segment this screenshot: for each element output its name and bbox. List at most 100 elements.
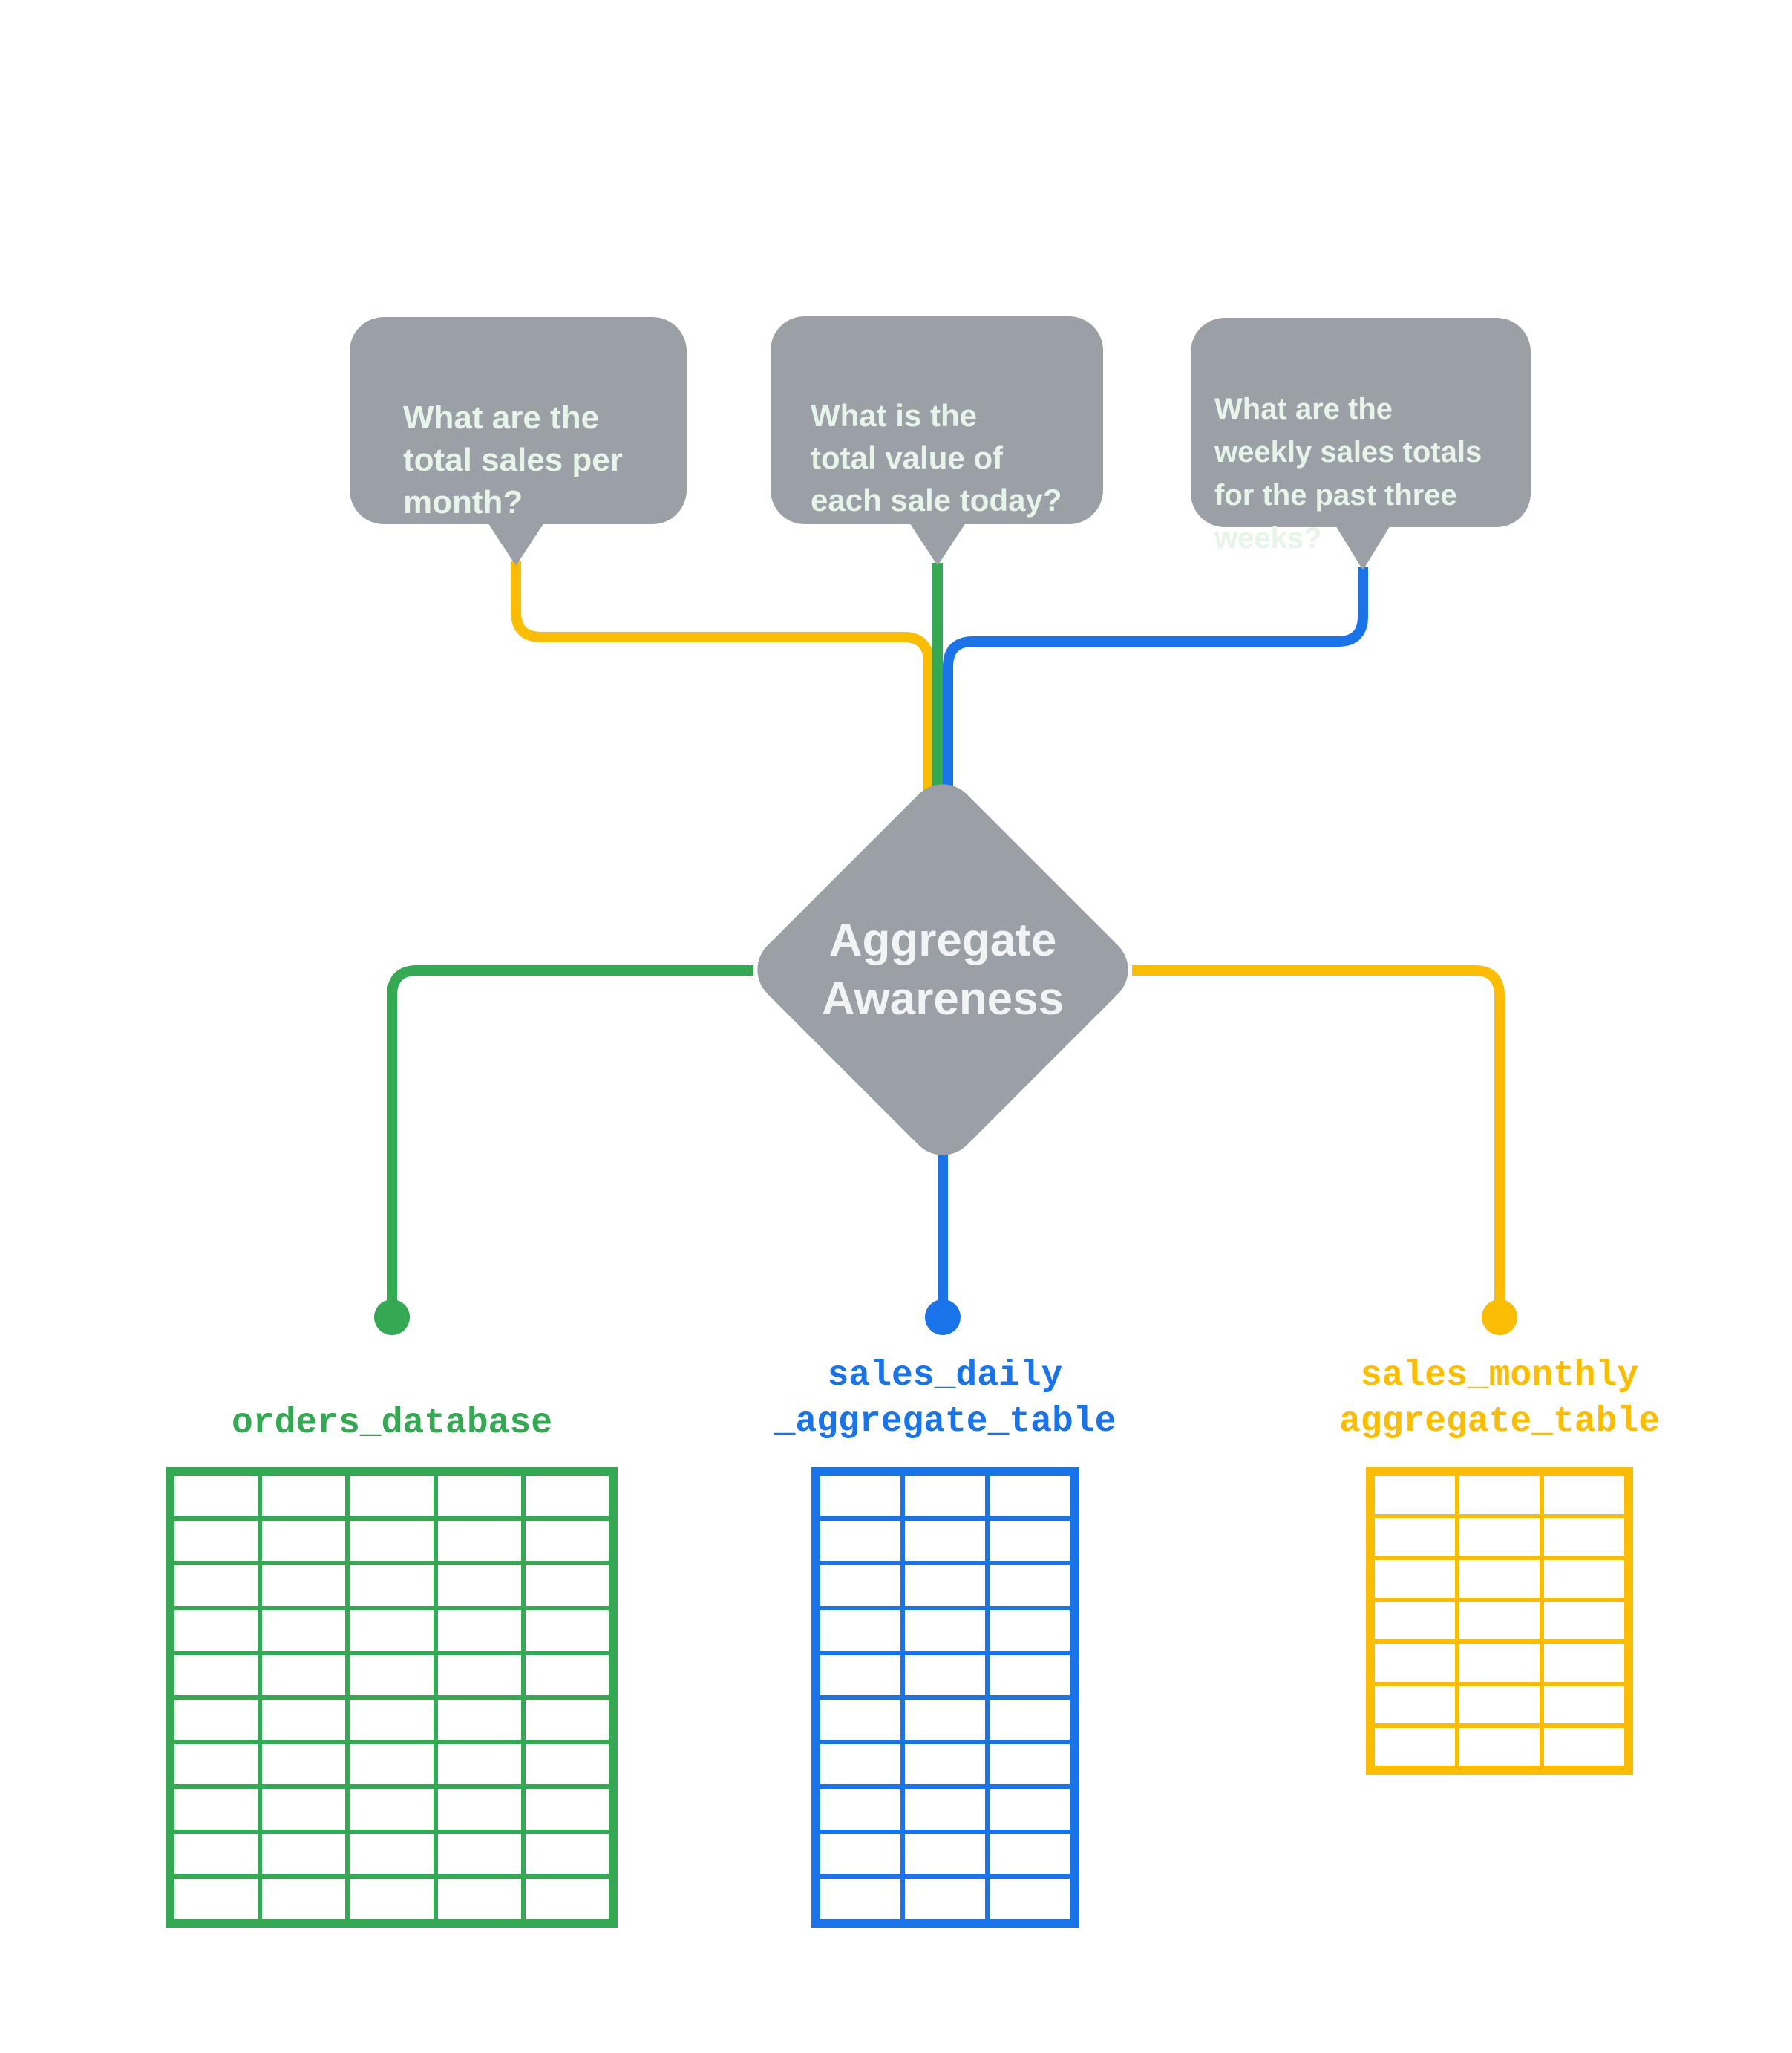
table-cell <box>1375 1728 1455 1766</box>
table-cell <box>525 1833 609 1874</box>
hub-label: Aggregate Awareness <box>821 915 1065 1025</box>
table-cell <box>437 1700 521 1740</box>
table-cell <box>820 1833 900 1874</box>
table-cell <box>262 1521 346 1561</box>
table-cell <box>990 1476 1070 1517</box>
speech-bubble-tail <box>1335 524 1391 570</box>
table-cell <box>820 1521 900 1561</box>
table-cell <box>350 1654 434 1695</box>
speech-bubble-text: What are the weekly sales totals for the… <box>1214 393 1482 555</box>
table-cell <box>990 1654 1070 1695</box>
table-cell <box>1544 1518 1624 1556</box>
sales-monthly-aggregate-table-endpoint-dot <box>1482 1299 1517 1335</box>
table-cell <box>174 1700 258 1740</box>
table-cell <box>905 1654 985 1695</box>
table-cell <box>525 1521 609 1561</box>
table-cell <box>350 1700 434 1740</box>
table-cell <box>1375 1518 1455 1556</box>
table-cell <box>174 1878 258 1919</box>
table-cell <box>905 1744 985 1785</box>
connector-hub-to-sales-monthly-aggregate-table <box>1132 965 1505 1314</box>
table-cell <box>820 1654 900 1695</box>
table-cell <box>262 1878 346 1919</box>
table-cell <box>262 1610 346 1651</box>
table-cell <box>262 1476 346 1517</box>
connector-blue-question-to-hub <box>943 567 1368 817</box>
table-cell <box>1375 1644 1455 1682</box>
table-cell <box>990 1565 1070 1606</box>
table-cell <box>1459 1518 1540 1556</box>
table-cell <box>174 1654 258 1695</box>
table-cell <box>525 1789 609 1830</box>
table-cell <box>174 1744 258 1785</box>
table-cell <box>1544 1602 1624 1640</box>
table-cell <box>437 1878 521 1919</box>
speech-bubble-tail <box>909 523 966 566</box>
table-cell <box>174 1789 258 1830</box>
table-cell <box>350 1476 434 1517</box>
speech-bubble-tail <box>488 523 544 566</box>
sales-daily-aggregate-table-endpoint-dot <box>925 1299 961 1335</box>
table-cell <box>350 1878 434 1919</box>
table-cell <box>1459 1728 1540 1766</box>
table-cell <box>525 1744 609 1785</box>
table-cell <box>990 1610 1070 1651</box>
table-cell <box>820 1700 900 1740</box>
table-cell <box>174 1610 258 1651</box>
connector-hub-to-orders-database <box>387 965 753 1314</box>
table-cell <box>262 1744 346 1785</box>
table-cell <box>350 1521 434 1561</box>
table-cell <box>905 1700 985 1740</box>
table-cell <box>262 1565 346 1606</box>
table-cell <box>525 1565 609 1606</box>
table-cell <box>437 1789 521 1830</box>
table-cell <box>525 1610 609 1651</box>
table-cell <box>350 1610 434 1651</box>
table-cell <box>350 1565 434 1606</box>
table-cell <box>1544 1685 1624 1724</box>
table-cell <box>820 1610 900 1651</box>
table-cell <box>990 1878 1070 1919</box>
sales-daily-aggregate-table <box>811 1467 1079 1928</box>
table-cell <box>905 1476 985 1517</box>
table-cell <box>1459 1602 1540 1640</box>
table-cell <box>525 1700 609 1740</box>
table-cell <box>820 1744 900 1785</box>
table-cell <box>525 1476 609 1517</box>
table-cell <box>262 1833 346 1874</box>
table-cell <box>1375 1476 1455 1514</box>
table-label-sales-daily-aggregate-table: sales_daily _aggregate_table <box>774 1356 1116 1442</box>
sales-monthly-aggregate-table <box>1366 1467 1633 1775</box>
table-cell <box>437 1744 521 1785</box>
table-cell <box>905 1833 985 1874</box>
speech-bubble-text: What is the total value of each sale tod… <box>811 398 1062 518</box>
table-cell <box>525 1654 609 1695</box>
table-cell <box>1459 1560 1540 1598</box>
table-cell <box>350 1833 434 1874</box>
table-cell <box>350 1744 434 1785</box>
table-cell <box>262 1700 346 1740</box>
table-cell <box>174 1565 258 1606</box>
table-cell <box>820 1476 900 1517</box>
table-cell <box>820 1789 900 1830</box>
orders-database-endpoint-dot <box>374 1299 410 1335</box>
speech-bubble-weekly-sales-totals: What are the weekly sales totals for the… <box>1191 318 1531 555</box>
table-cell <box>1544 1728 1624 1766</box>
table-cell <box>1459 1476 1540 1514</box>
table-cell <box>905 1521 985 1561</box>
table-cell <box>525 1878 609 1919</box>
table-cell <box>1544 1644 1624 1682</box>
table-cell <box>990 1789 1070 1830</box>
table-cell <box>1375 1602 1455 1640</box>
table-cell <box>905 1565 985 1606</box>
table-cell <box>437 1476 521 1517</box>
table-label-orders-database: orders_database <box>231 1403 553 1443</box>
table-cell <box>262 1654 346 1695</box>
table-cell <box>1459 1685 1540 1724</box>
table-cell <box>174 1476 258 1517</box>
table-cell <box>990 1700 1070 1740</box>
table-cell <box>174 1521 258 1561</box>
table-cell <box>905 1610 985 1651</box>
speech-bubble-total-sales-per-month: What are the total sales per month? <box>350 317 687 524</box>
